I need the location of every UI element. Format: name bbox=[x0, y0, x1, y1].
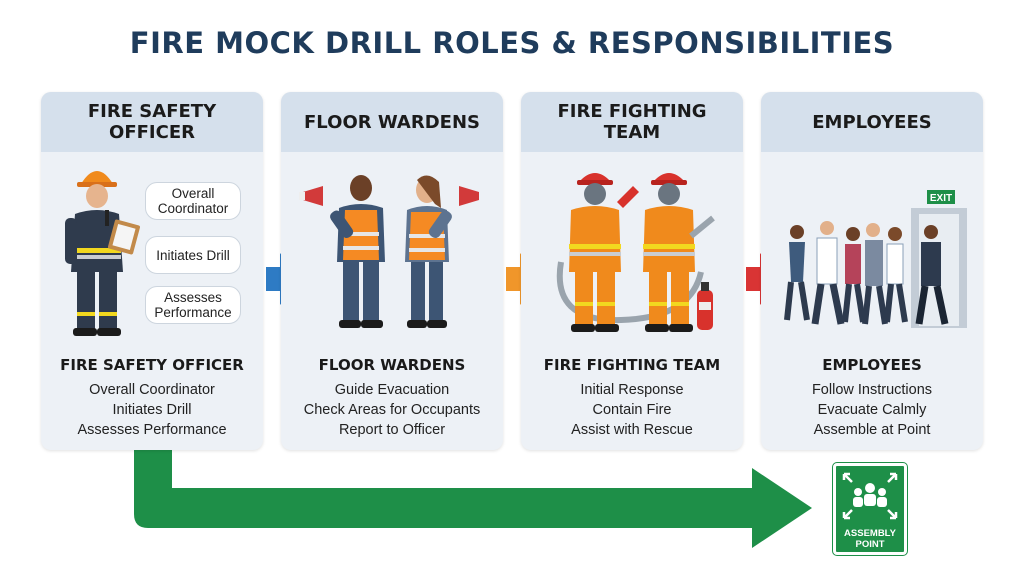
card-responsibilities: Follow Instructions Evacuate Calmly Asse… bbox=[761, 380, 983, 440]
responsibility-item: Overall Coordinator bbox=[89, 382, 215, 398]
responsibility-item: Check Areas for Occupants bbox=[303, 402, 481, 418]
floor-wardens-illustration bbox=[299, 175, 479, 328]
card-fire-fighting-team: FIRE FIGHTING TEAM FIR bbox=[521, 92, 743, 450]
card-subtitle: FIRE FIGHTING TEAM bbox=[543, 356, 721, 374]
bubble-assesses-performance: Assesses Performance bbox=[145, 286, 241, 324]
responsibility-item: Evacuate Calmly bbox=[817, 402, 927, 418]
responsibility-item: Initiates Drill bbox=[112, 402, 192, 418]
responsibility-item: Assesses Performance bbox=[77, 422, 227, 438]
responsibility-item: Guide Evacuation bbox=[334, 382, 450, 398]
card-responsibilities: Initial Response Contain Fire Assist wit… bbox=[521, 380, 743, 440]
responsibility-item: Contain Fire bbox=[592, 402, 672, 418]
card-subtitle: EMPLOYEES bbox=[822, 356, 922, 374]
card-employees: EMPLOYEES EXIT EMPLOYEES bbox=[761, 92, 983, 450]
card-header: EMPLOYEES bbox=[761, 92, 983, 152]
fire-fighting-team-illustration bbox=[556, 173, 715, 332]
assembly-point-label: ASSEMBLY POINT bbox=[844, 528, 896, 550]
card-header: FIRE FIGHTING TEAM bbox=[521, 92, 743, 152]
bubble-overall-coordinator: Overall Coordinator bbox=[145, 182, 241, 220]
exit-sign: EXIT bbox=[930, 193, 952, 204]
bubble-initiates-drill: Initiates Drill bbox=[145, 236, 241, 274]
card-header: FIRE SAFETY OFFICER bbox=[41, 92, 263, 152]
card-subtitle: FIRE SAFETY OFFICER bbox=[60, 356, 244, 374]
assembly-people-icon bbox=[842, 472, 898, 520]
responsibility-item: Follow Instructions bbox=[811, 382, 933, 398]
responsibility-item: Report to Officer bbox=[338, 422, 446, 438]
assembly-point-sign: ASSEMBLY POINT bbox=[832, 462, 908, 556]
card-subtitle: FLOOR WARDENS bbox=[318, 356, 466, 374]
employees-illustration: EXIT bbox=[784, 190, 967, 328]
page-title: FIRE MOCK DRILL ROLES & RESPONSIBILITIES bbox=[129, 26, 895, 60]
responsibility-item: Assemble at Point bbox=[813, 422, 931, 438]
card-responsibilities: Guide Evacuation Check Areas for Occupan… bbox=[281, 380, 503, 440]
responsibility-item: Initial Response bbox=[580, 382, 684, 398]
card-floor-wardens: FLOOR WARDENS FLOOR WARDENS Guide Evacua… bbox=[281, 92, 503, 450]
card-responsibilities: Overall Coordinator Initiates Drill Asse… bbox=[41, 380, 263, 440]
responsibility-item: Assist with Rescue bbox=[571, 422, 693, 438]
card-header: FLOOR WARDENS bbox=[281, 92, 503, 152]
fire-safety-officer-illustration bbox=[65, 171, 140, 336]
card-fire-safety-officer: FIRE SAFETY OFFICER Overall Coordinator … bbox=[41, 92, 263, 450]
